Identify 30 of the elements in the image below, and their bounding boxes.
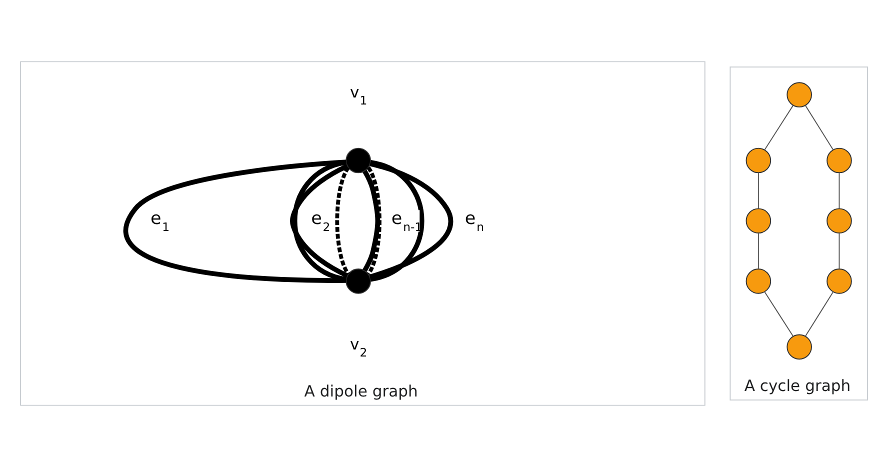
node-circle bbox=[746, 268, 772, 294]
connector bbox=[758, 172, 759, 209]
edge-label: e$_{1}$ bbox=[150, 208, 170, 234]
node-label: v$_{1}$ bbox=[350, 83, 368, 108]
node-circle bbox=[826, 268, 852, 294]
connector bbox=[366, 166, 382, 274]
connector bbox=[362, 169, 380, 272]
node-circle bbox=[786, 82, 812, 107]
node-circle bbox=[826, 147, 852, 173]
connector bbox=[758, 232, 759, 269]
connector bbox=[335, 166, 350, 274]
connector bbox=[764, 104, 794, 150]
edge-label: e$_{n}$ bbox=[464, 208, 484, 234]
connector bbox=[838, 172, 840, 209]
node-circle bbox=[746, 208, 772, 233]
connector bbox=[764, 290, 794, 336]
node-circle bbox=[746, 147, 772, 173]
node-circle bbox=[346, 147, 371, 173]
connector bbox=[369, 160, 453, 279]
node-circle bbox=[826, 208, 852, 233]
node-circle bbox=[346, 268, 371, 294]
node-circle bbox=[786, 334, 812, 360]
cluster: A cycle graph bbox=[730, 66, 868, 400]
connector bbox=[804, 104, 834, 150]
edge-label: e$_{2}$ bbox=[311, 208, 330, 234]
connector bbox=[124, 159, 346, 282]
connector bbox=[370, 160, 424, 282]
node-label: v$_{2}$ bbox=[350, 335, 368, 360]
connector bbox=[804, 290, 834, 336]
connector bbox=[838, 232, 840, 269]
